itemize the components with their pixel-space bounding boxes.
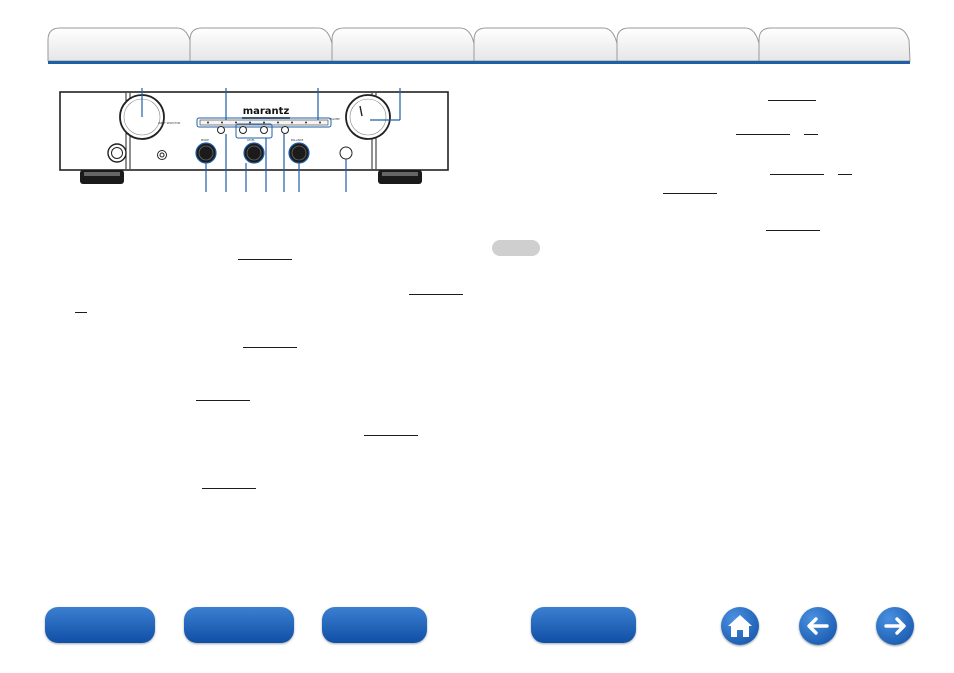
front-panel-illustration: marantz INPUT SELECTOR VOLUME MODE BALAN… [59, 88, 449, 192]
page-link-9[interactable] [736, 134, 790, 135]
page-link-12[interactable] [838, 174, 852, 175]
page-link-4[interactable] [243, 347, 297, 348]
back-button[interactable] [799, 607, 837, 645]
page-link-14[interactable] [766, 230, 820, 231]
tab-5[interactable] [616, 27, 765, 62]
back-arrow-icon [807, 617, 829, 635]
tab-4[interactable] [473, 27, 623, 62]
chapter-tabs [47, 27, 911, 62]
page-link-13[interactable] [663, 193, 717, 194]
front-rear-panel-button[interactable] [184, 607, 294, 643]
level-label: LEVEL [247, 138, 255, 142]
forward-button[interactable] [876, 607, 914, 645]
tab-1[interactable] [47, 27, 197, 62]
page-link-1[interactable] [238, 259, 292, 260]
contents-button[interactable] [45, 607, 155, 643]
header-rule [48, 61, 910, 64]
index-button[interactable] [531, 607, 636, 643]
note-badge [492, 240, 540, 256]
page-link-2[interactable] [409, 294, 463, 295]
home-icon [728, 615, 752, 637]
page-link-6[interactable] [364, 435, 418, 436]
page-link-5[interactable] [196, 400, 250, 401]
tab-6[interactable] [758, 27, 911, 62]
remote-sensor [339, 146, 353, 160]
page-link-11[interactable] [770, 174, 824, 175]
brand-logo: marantz [243, 106, 290, 117]
input-selector-label: INPUT SELECTOR [158, 121, 180, 125]
page-link-3[interactable] [75, 312, 87, 313]
forward-arrow-icon [884, 617, 906, 635]
callout-lines-top [141, 88, 401, 121]
page-link-8[interactable] [768, 100, 816, 101]
page-link-10[interactable] [804, 134, 818, 135]
page-link-7[interactable] [202, 488, 256, 489]
volume-label: VOLUME [329, 117, 340, 121]
callout-lines-bottom [205, 134, 347, 192]
tab-2[interactable] [189, 27, 338, 62]
remote-control-button[interactable] [322, 607, 427, 643]
balance-label: BALANCE [291, 138, 304, 142]
mode-label: MODE [201, 138, 209, 142]
tab-3[interactable] [331, 27, 480, 62]
home-button[interactable] [721, 607, 759, 645]
